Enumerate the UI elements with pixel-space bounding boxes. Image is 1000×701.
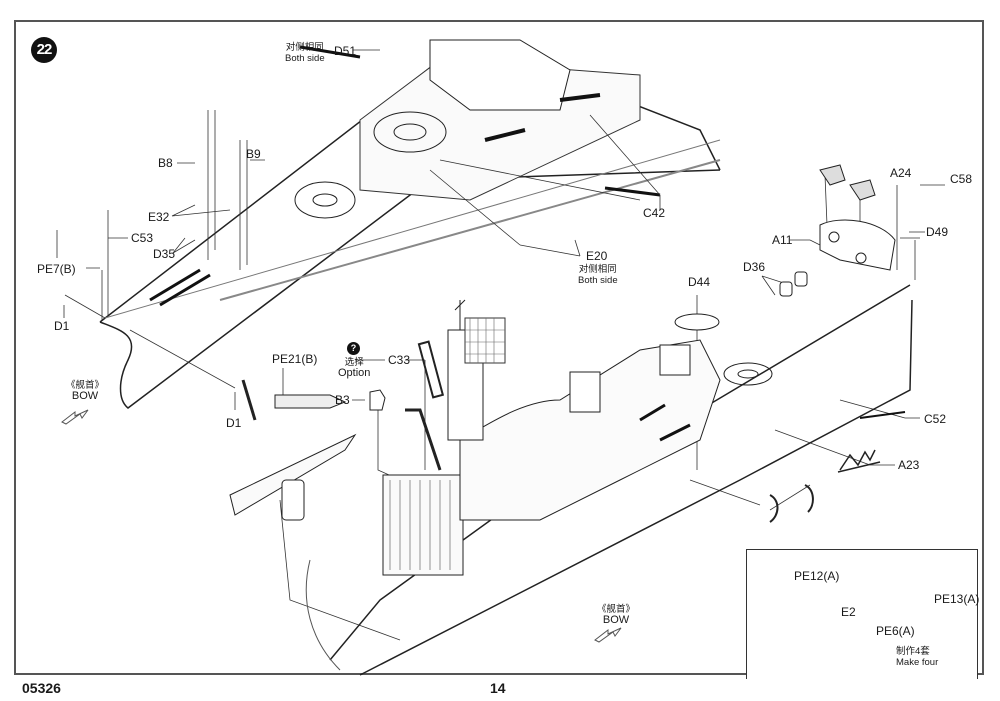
both-side-en: Both side — [578, 275, 618, 286]
callout-d51: D51 — [334, 44, 357, 58]
step-number-badge: 22 — [31, 37, 57, 63]
callout-pe21b: PE21(B) — [272, 352, 318, 366]
bow-marker-right: 《舰首》 BOW — [597, 604, 635, 626]
callout-b9: B9 — [246, 147, 261, 161]
option-note: 选择 Option — [338, 357, 370, 379]
callout-c33: C33 — [388, 353, 411, 367]
callout-pe13a: PE13(A) — [934, 592, 980, 606]
callout-a11: A11 — [772, 233, 793, 247]
callout-c42: C42 — [643, 206, 666, 220]
make-four-en: Make four — [896, 657, 939, 668]
bow-hull-upper — [99, 39, 721, 409]
bow-en: BOW — [602, 614, 630, 626]
both-side-cn: 对侧相同 — [578, 264, 617, 275]
both-side-note-top: 对侧相同 Both side — [285, 42, 325, 64]
bow-en: BOW — [71, 390, 99, 402]
bow-cn: 《舰首》 — [66, 380, 105, 391]
bow-cn: 《舰首》 — [597, 604, 636, 615]
option-cn: 选择 — [344, 357, 364, 368]
callout-d1-lower: D1 — [226, 416, 242, 430]
callout-pe12a: PE12(A) — [794, 569, 840, 583]
callout-c53: C53 — [131, 231, 154, 245]
callout-pe7b: PE7(B) — [37, 262, 76, 276]
page-number: 14 — [490, 680, 506, 696]
main-hull — [229, 164, 913, 676]
detail-inset-box — [746, 549, 978, 679]
callout-pe6a: PE6(A) — [876, 624, 915, 638]
callout-d49: D49 — [926, 225, 949, 239]
bow-marker-left: 《舰首》 BOW — [66, 380, 104, 402]
callout-b8: B8 — [158, 156, 173, 170]
callout-e2: E2 — [841, 605, 856, 619]
bow-arrow-right — [594, 627, 622, 643]
callout-d36: D36 — [743, 260, 766, 274]
callout-e20: E20 — [586, 249, 608, 263]
callout-e32: E32 — [148, 210, 170, 224]
option-question-icon: ? — [347, 342, 360, 355]
callout-c52: C52 — [924, 412, 947, 426]
both-side-en: Both side — [285, 53, 325, 64]
callout-a24: A24 — [890, 166, 912, 180]
callout-d44: D44 — [688, 275, 711, 289]
callout-c58: C58 — [950, 172, 973, 186]
instruction-frame — [14, 20, 984, 675]
make-four-note: 制作4套 Make four — [896, 646, 938, 668]
make-four-cn: 制作4套 — [896, 646, 930, 657]
product-code: 05326 — [22, 680, 61, 696]
callout-b3: B3 — [335, 393, 350, 407]
bow-arrow-left — [61, 409, 89, 425]
both-side-note-e20: 对侧相同 Both side — [578, 264, 618, 286]
both-side-cn: 对侧相同 — [285, 42, 324, 53]
option-en: Option — [338, 367, 371, 379]
callout-d35: D35 — [153, 247, 176, 261]
callout-a23: A23 — [898, 458, 920, 472]
callout-d1-upper: D1 — [54, 319, 70, 333]
